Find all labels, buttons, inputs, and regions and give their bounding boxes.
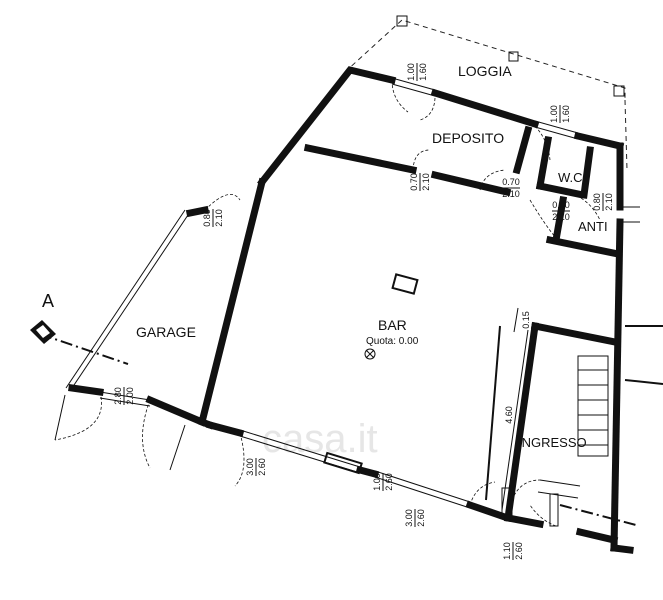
dim-step-line xyxy=(513,307,519,333)
floor-level-icon xyxy=(364,348,376,360)
svg-text:2.60: 2.60 xyxy=(514,542,524,560)
floor-level-label: Quota: 0.00 xyxy=(366,336,419,347)
svg-text:4.60: 4.60 xyxy=(504,406,514,424)
section-line-right xyxy=(559,504,637,526)
dim-bar-depth: 4.60 xyxy=(504,406,514,424)
dim-garage-door-main: 2.80 2.00 xyxy=(113,387,135,405)
room-label-wc: W.C. xyxy=(558,170,586,185)
svg-text:0.15: 0.15 xyxy=(521,311,531,329)
svg-text:2.10: 2.10 xyxy=(214,209,224,227)
svg-text:2.00: 2.00 xyxy=(125,387,135,405)
room-label-deposito: DEPOSITO xyxy=(432,130,504,146)
section-line xyxy=(39,333,129,365)
svg-text:3.00: 3.00 xyxy=(404,509,414,527)
room-label-bar: BAR xyxy=(378,317,407,333)
svg-text:2.10: 2.10 xyxy=(552,212,570,222)
svg-text:2.80: 2.80 xyxy=(113,387,123,405)
section-marker: A xyxy=(30,291,56,344)
svg-text:2.10: 2.10 xyxy=(604,193,614,211)
svg-text:0.80: 0.80 xyxy=(202,209,212,227)
svg-text:0.80: 0.80 xyxy=(552,200,570,210)
svg-text:0.80: 0.80 xyxy=(592,193,602,211)
svg-text:A: A xyxy=(42,291,54,311)
svg-text:2.60: 2.60 xyxy=(416,509,426,527)
svg-text:2.60: 2.60 xyxy=(384,473,394,491)
svg-text:1.00: 1.00 xyxy=(372,473,382,491)
svg-text:2.60: 2.60 xyxy=(257,458,267,476)
room-label-ingresso: INGRESSO xyxy=(518,435,587,450)
bar-fixture xyxy=(391,273,419,295)
svg-text:1.10: 1.10 xyxy=(502,542,512,560)
room-label-garage: GARAGE xyxy=(136,324,196,340)
stairs xyxy=(501,355,609,527)
svg-text:1.60: 1.60 xyxy=(561,105,571,123)
svg-text:0.70: 0.70 xyxy=(409,173,419,191)
dim-bar-window-left: 3.00 2.60 xyxy=(245,458,267,476)
svg-text:2.10: 2.10 xyxy=(421,173,431,191)
dim-anti-door-left: 0.80 2.10 xyxy=(552,200,570,222)
svg-text:1.00: 1.00 xyxy=(549,105,559,123)
dim-anti-door-right: 0.80 2.10 xyxy=(592,193,614,211)
svg-text:3.00: 3.00 xyxy=(245,458,255,476)
room-label-loggia: LOGGIA xyxy=(458,63,512,79)
svg-text:2.10: 2.10 xyxy=(502,189,520,199)
dim-ingresso-door: 1.10 2.60 xyxy=(502,542,524,560)
dim-wc-window: 1.00 1.60 xyxy=(549,105,571,123)
dim-bar-window-mid: 1.00 2.60 xyxy=(372,473,394,491)
walls xyxy=(197,66,634,554)
door-swings xyxy=(234,79,601,506)
dim-bar-window-right: 3.00 2.60 xyxy=(404,509,426,527)
svg-text:0.70: 0.70 xyxy=(502,177,520,187)
svg-text:1.00: 1.00 xyxy=(406,63,416,81)
watermark: casa.it xyxy=(262,417,378,461)
exterior-marks xyxy=(620,206,663,385)
dim-garage-door-top: 0.80 2.10 xyxy=(202,209,224,227)
garage xyxy=(54,193,241,471)
openings xyxy=(239,77,579,511)
dim-deposito-door: 0.70 2.10 xyxy=(409,173,431,191)
room-label-anti: ANTI xyxy=(578,219,608,234)
loggia-outline xyxy=(344,15,628,171)
dim-loggia-door: 1.00 1.60 xyxy=(406,63,428,81)
dim-wc-door: 0.70 2.10 xyxy=(502,177,520,199)
svg-text:1.60: 1.60 xyxy=(418,63,428,81)
dim-step: 0.15 xyxy=(521,311,531,329)
